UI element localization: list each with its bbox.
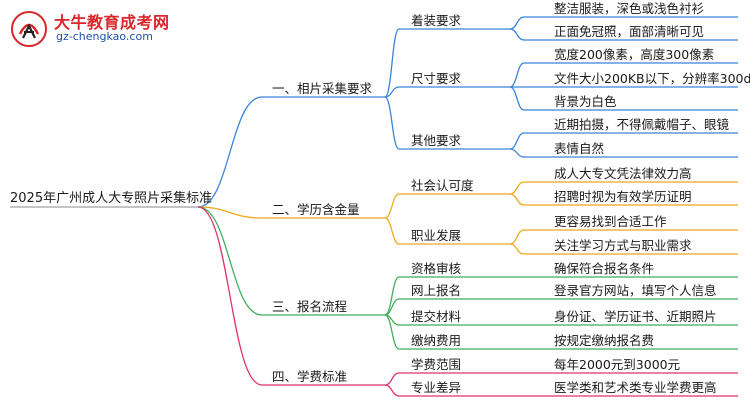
child-node: 网上报名 xyxy=(411,283,462,298)
branch-node: 二、学历含金量 xyxy=(272,202,360,217)
niu-logo-icon xyxy=(11,11,47,47)
child-node: 缴纳费用 xyxy=(411,333,462,348)
logo-title: 大牛教育成考网 xyxy=(54,13,170,32)
leaf-node: 近期拍摄，不得佩戴帽子、眼镜 xyxy=(554,117,730,132)
branch-node: 三、报名流程 xyxy=(272,299,348,314)
leaf-edge xyxy=(509,16,738,30)
child-node: 提交材料 xyxy=(411,309,462,324)
leaf-node: 背景为白色 xyxy=(554,94,617,109)
child-edge xyxy=(384,298,510,316)
branch-node: 一、相片采集要求 xyxy=(272,81,373,96)
branch-edge xyxy=(197,96,385,208)
leaf-edge xyxy=(509,148,738,158)
leaf-node: 整洁服装，深色或浅色衬衫 xyxy=(554,1,705,16)
child-edge xyxy=(384,372,510,386)
site-logo[interactable]: 大牛教育成考网 gz-chengkao.com xyxy=(10,6,210,50)
child-node: 资格审核 xyxy=(411,261,462,276)
leaf-edge xyxy=(509,193,738,206)
child-edge xyxy=(384,217,510,245)
leaf-edge xyxy=(509,62,738,88)
child-node: 着装要求 xyxy=(411,13,462,28)
child-edge xyxy=(384,384,510,397)
logo-url: gz-chengkao.com xyxy=(56,30,153,43)
leaf-node: 正面免冠照，面部清晰可见 xyxy=(554,24,705,39)
leaf-node: 成人大专文凭法律效力高 xyxy=(554,166,692,181)
leaf-node: 每年2000元到3000元 xyxy=(554,357,681,372)
branch-edge xyxy=(197,206,385,316)
leaf-node: 医学类和艺术类专业学费更高 xyxy=(554,380,717,395)
leaf-edge xyxy=(509,243,738,255)
leaf-node: 按规定缴纳报名费 xyxy=(554,333,655,348)
leaf-node: 招聘时视为有效学历证明 xyxy=(554,189,692,204)
child-edge xyxy=(384,86,510,98)
leaf-edge xyxy=(509,132,738,150)
child-node: 专业差异 xyxy=(411,380,462,395)
leaf-edge xyxy=(509,181,738,195)
child-node: 其他要求 xyxy=(411,133,462,148)
leaf-node: 登录官方网站，填写个人信息 xyxy=(554,283,717,298)
branch-node: 四、学费标准 xyxy=(272,369,348,384)
leaf-node: 更容易找到合适工作 xyxy=(554,214,667,229)
leaf-node: 身份证、学历证书、近期照片 xyxy=(554,309,717,324)
leaf-node: 文件大小200KB以下，分辨率300dpi xyxy=(554,71,750,86)
root-node: 2025年广州成人大专照片采集标准 xyxy=(10,191,213,206)
leaf-node: 宽度200像素，高度300像素 xyxy=(554,47,715,62)
leaf-node: 关注学习方式与职业需求 xyxy=(554,238,692,253)
child-node: 社会认可度 xyxy=(411,178,474,193)
branch-edge xyxy=(197,206,385,386)
child-node: 职业发展 xyxy=(411,228,462,243)
child-edge xyxy=(384,314,510,350)
child-edge xyxy=(384,28,510,98)
leaf-edge xyxy=(509,28,738,41)
child-node: 学费范围 xyxy=(411,357,462,372)
child-edge xyxy=(384,193,510,219)
child-node: 尺寸要求 xyxy=(411,71,462,86)
child-edge xyxy=(384,96,510,150)
branch-edge xyxy=(197,206,385,219)
leaf-edge xyxy=(509,86,738,111)
leaf-edge xyxy=(509,229,738,245)
leaf-node: 表情自然 xyxy=(554,141,605,156)
leaf-node: 确保符合报名条件 xyxy=(554,261,655,276)
